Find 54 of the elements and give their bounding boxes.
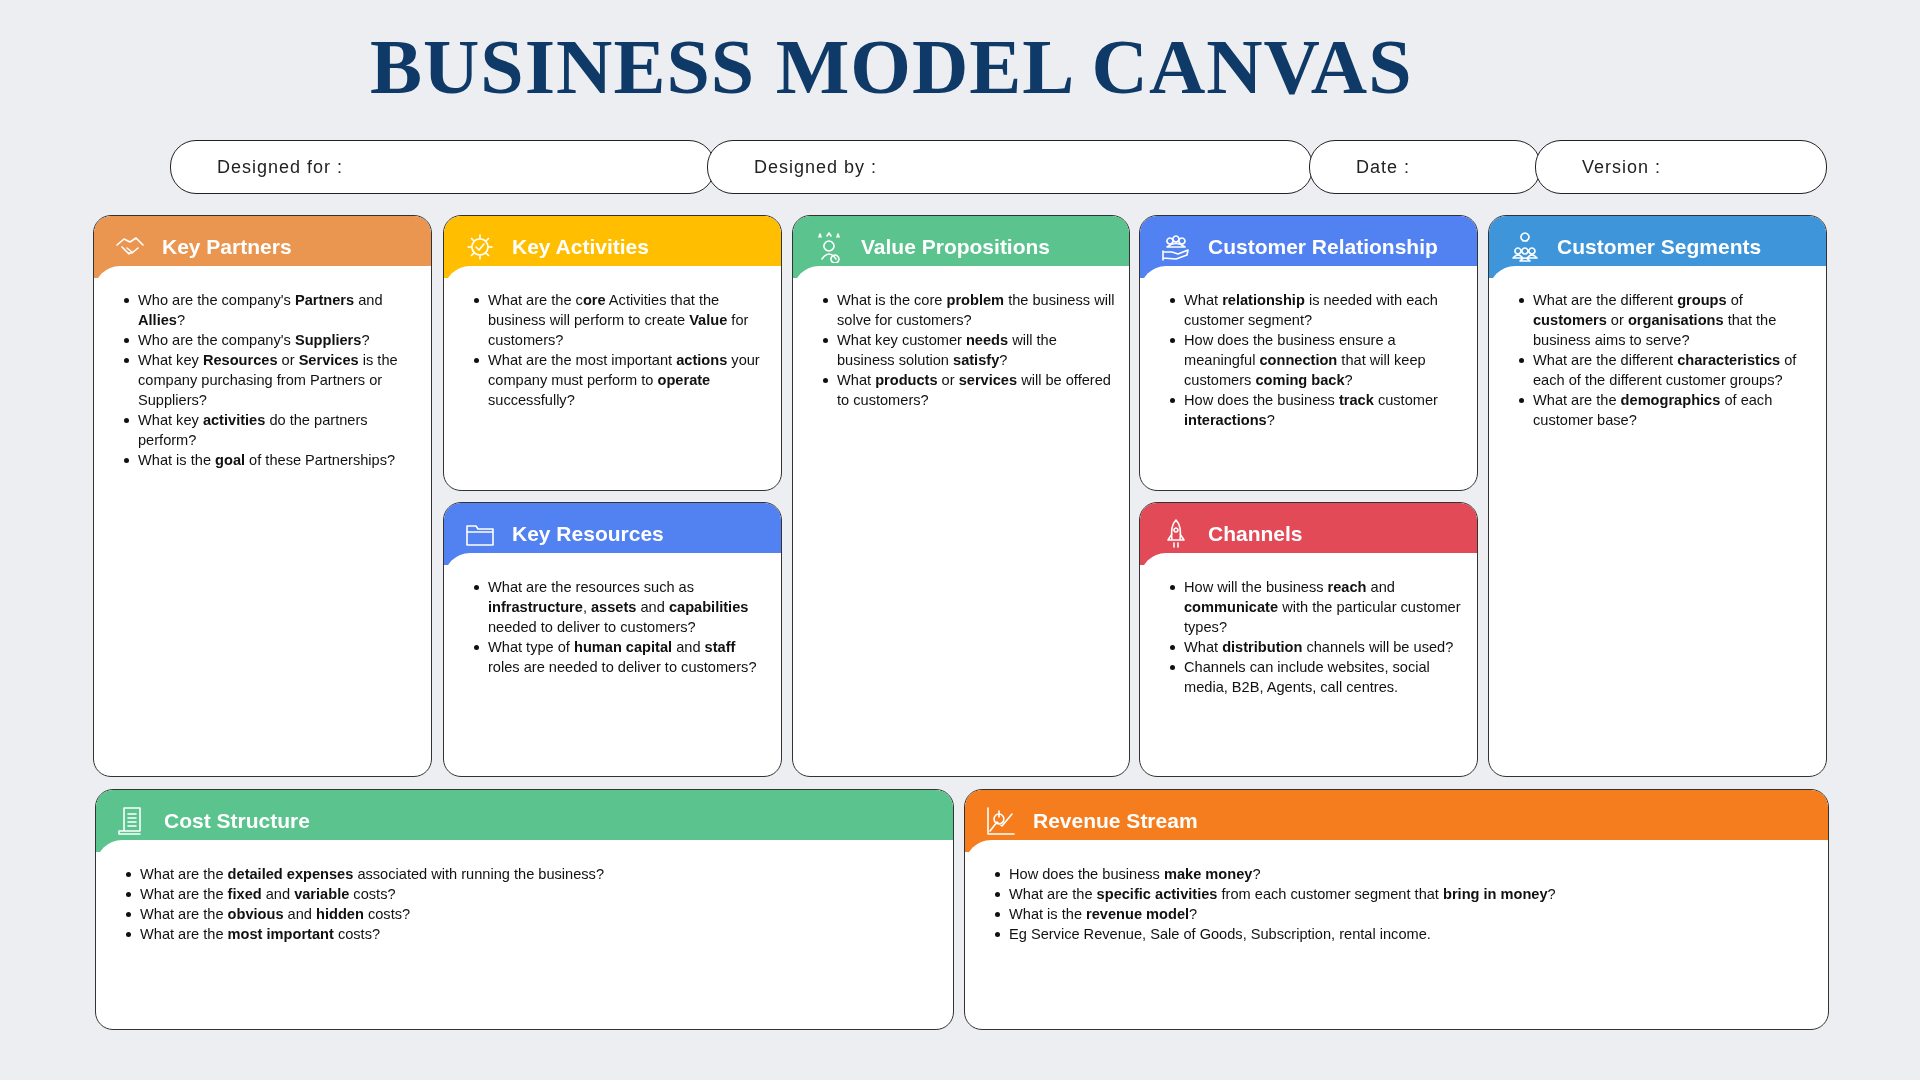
question-text: Eg Service Revenue, Sale of Goods, Subscription, rental income. xyxy=(1009,926,1431,942)
card-title: Key Resources xyxy=(512,522,664,546)
canvas-card xyxy=(792,215,1130,777)
question-text: What are the demographics of each customer base? xyxy=(1533,392,1773,428)
question-text: How does the business track customer interactions? xyxy=(1184,392,1438,428)
canvas-card xyxy=(93,215,432,777)
canvas-card xyxy=(1139,215,1478,491)
card-title: Key Activities xyxy=(512,235,649,259)
field-label: Version : xyxy=(1581,156,1662,178)
card-title: Key Partners xyxy=(162,235,292,259)
canvas-card xyxy=(443,215,782,491)
question-text: What relationship is needed with each customer segment? xyxy=(1184,292,1438,328)
canvas-card xyxy=(964,789,1829,1030)
canvas-card xyxy=(1488,215,1827,777)
question-text: What are the resources such as infrastructure, assets and capabilities needed to deliver to customers? xyxy=(488,579,749,635)
question-text: What is the core problem the business will solve for customers? xyxy=(837,292,1115,328)
question-text: What type of human capital and staff roles are needed to deliver to customers? xyxy=(488,639,757,675)
question-text: What key activities do the partners perform? xyxy=(138,412,368,448)
question-text: What are the obvious and hidden costs? xyxy=(140,906,411,922)
question-text: Channels can include websites, social media, B2B, Agents, call centres. xyxy=(1184,659,1430,695)
question-text: What are the fixed and variable costs? xyxy=(140,886,396,902)
question-text: What are the core Activities that the business will perform to create Value for customers? xyxy=(488,292,749,348)
card-title: Revenue Stream xyxy=(1033,809,1198,833)
card-title: Customer Segments xyxy=(1557,235,1762,259)
question-text: What key Resources or Services is the company purchasing from Partners or Suppliers? xyxy=(138,352,398,408)
question-text: What are the detailed expenses associated with running the business? xyxy=(140,866,605,882)
field-label: Date : xyxy=(1355,156,1411,178)
question-text: What products or services will be offered to customers? xyxy=(837,372,1111,408)
page-title: BUSINESS MODEL CANVAS xyxy=(370,22,1413,112)
question-text: What key customer needs will the business solution satisfy? xyxy=(837,332,1057,368)
question-text: What is the revenue model? xyxy=(1009,906,1198,922)
question-text: Who are the company's Partners and Allies? xyxy=(138,292,383,328)
card-title: Cost Structure xyxy=(164,809,310,833)
question-text: How does the business ensure a meaningful connection that will keep customers coming back? xyxy=(1184,332,1426,388)
question-text: Who are the company's Suppliers? xyxy=(138,332,370,348)
question-text: What are the most important costs? xyxy=(140,926,381,942)
canvas-card xyxy=(1139,502,1478,777)
question-text: What are the most important actions your company must perform to operate successfully? xyxy=(488,352,760,408)
question-text: What is the goal of these Partnerships? xyxy=(138,452,396,468)
card-title: Value Propositions xyxy=(861,235,1051,259)
question-text: How will the business reach and communicate with the particular customer types? xyxy=(1184,579,1461,635)
input-field xyxy=(707,140,1313,194)
question-text: What are the different characteristics of each of the different customer groups? xyxy=(1533,352,1797,388)
field-label: Designed by : xyxy=(753,156,878,178)
field-label: Designed for : xyxy=(216,156,344,178)
canvas-card xyxy=(95,789,954,1030)
question-text: What distribution channels will be used? xyxy=(1184,639,1454,655)
card-title: Customer Relationship xyxy=(1208,235,1438,259)
question-text: What are the specific activities from each customer segment that bring in money? xyxy=(1009,886,1556,902)
question-text: What are the different groups of customers or organisations that the business aims to serve? xyxy=(1533,292,1777,348)
card-title: Channels xyxy=(1208,522,1303,546)
question-text: How does the business make money? xyxy=(1009,866,1261,882)
input-field xyxy=(1535,140,1827,194)
canvas-card xyxy=(443,502,782,777)
